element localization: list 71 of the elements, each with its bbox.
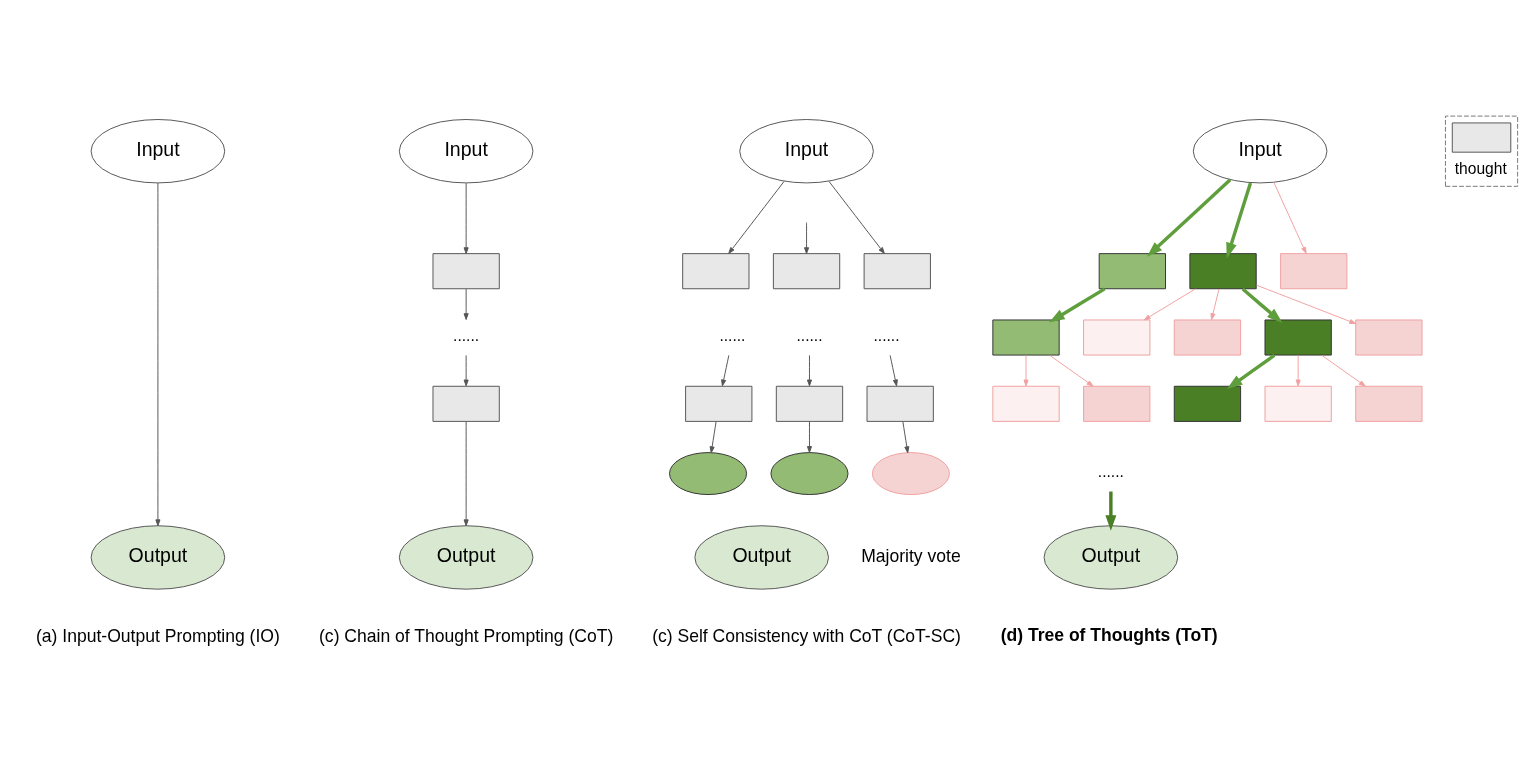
node-ellipse: Output xyxy=(1043,524,1179,590)
arrow xyxy=(1143,287,1196,320)
node-ellipse xyxy=(669,451,748,495)
node-text: ...... xyxy=(873,326,900,344)
node-text: ...... xyxy=(796,326,823,344)
node-box xyxy=(992,318,1060,356)
node-box xyxy=(432,252,500,289)
label: Majority vote xyxy=(861,545,961,566)
arrow xyxy=(1049,286,1106,323)
label: (d) Tree of Thoughts (ToT) xyxy=(1000,624,1218,645)
arrow xyxy=(1105,491,1117,531)
node-ellipse: Output xyxy=(90,524,226,590)
node-box xyxy=(1173,318,1242,356)
node-box xyxy=(1264,318,1332,356)
arrow xyxy=(1321,354,1366,387)
node-box xyxy=(1280,252,1348,289)
arrow xyxy=(155,182,161,526)
node-box xyxy=(1098,252,1166,289)
arrow xyxy=(709,420,717,453)
arrow xyxy=(1049,354,1094,387)
node-box xyxy=(775,385,844,422)
node-box xyxy=(432,385,500,422)
arrow xyxy=(1023,354,1029,386)
node-ellipse: Input xyxy=(739,118,874,183)
node-box xyxy=(863,252,931,289)
node-box xyxy=(1173,385,1242,422)
arrow xyxy=(463,420,469,526)
arrow xyxy=(463,182,469,254)
node-ellipse xyxy=(871,451,950,495)
node-ellipse: Output xyxy=(694,524,829,590)
legend-label: thought xyxy=(1454,159,1507,177)
node-box xyxy=(685,385,753,422)
arrow xyxy=(889,354,898,386)
arrow xyxy=(721,354,730,386)
arrow xyxy=(902,420,910,453)
label: (c) Self Consistency with CoT (CoT-SC) xyxy=(652,625,961,646)
node-box xyxy=(1355,385,1423,422)
arrow xyxy=(1241,287,1283,323)
node-box xyxy=(992,385,1060,422)
arrow xyxy=(804,221,810,254)
node-text: ...... xyxy=(1097,462,1124,480)
node-box xyxy=(1264,385,1332,422)
arrow xyxy=(1226,353,1276,389)
node-text: ...... xyxy=(453,326,480,344)
arrow xyxy=(1146,178,1232,257)
arrow xyxy=(463,288,469,320)
node-ellipse: Input xyxy=(90,118,226,183)
node-box xyxy=(1355,318,1423,356)
arrow xyxy=(1273,181,1307,254)
node-box xyxy=(1083,318,1151,356)
arrow xyxy=(806,354,812,386)
node-ellipse: Input xyxy=(398,118,534,183)
node-box xyxy=(866,385,934,422)
node-box xyxy=(682,252,750,289)
node-text: ...... xyxy=(719,326,746,344)
arrow xyxy=(728,180,785,254)
arrow xyxy=(828,180,885,254)
node-ellipse: Input xyxy=(1192,118,1328,183)
node-box xyxy=(1083,385,1151,422)
label: (a) Input-Output Prompting (IO) xyxy=(36,625,280,646)
arrow xyxy=(1210,288,1220,320)
node-ellipse xyxy=(770,451,849,495)
arrow xyxy=(463,354,469,386)
node-box xyxy=(1189,252,1257,289)
arrow xyxy=(806,420,812,453)
arrow xyxy=(1256,284,1357,324)
arrow xyxy=(1226,181,1253,258)
node-box xyxy=(772,252,841,289)
node-ellipse: Output xyxy=(398,524,534,590)
label: (c) Chain of Thought Prompting (CoT) xyxy=(319,625,614,646)
arrow xyxy=(1295,354,1301,386)
